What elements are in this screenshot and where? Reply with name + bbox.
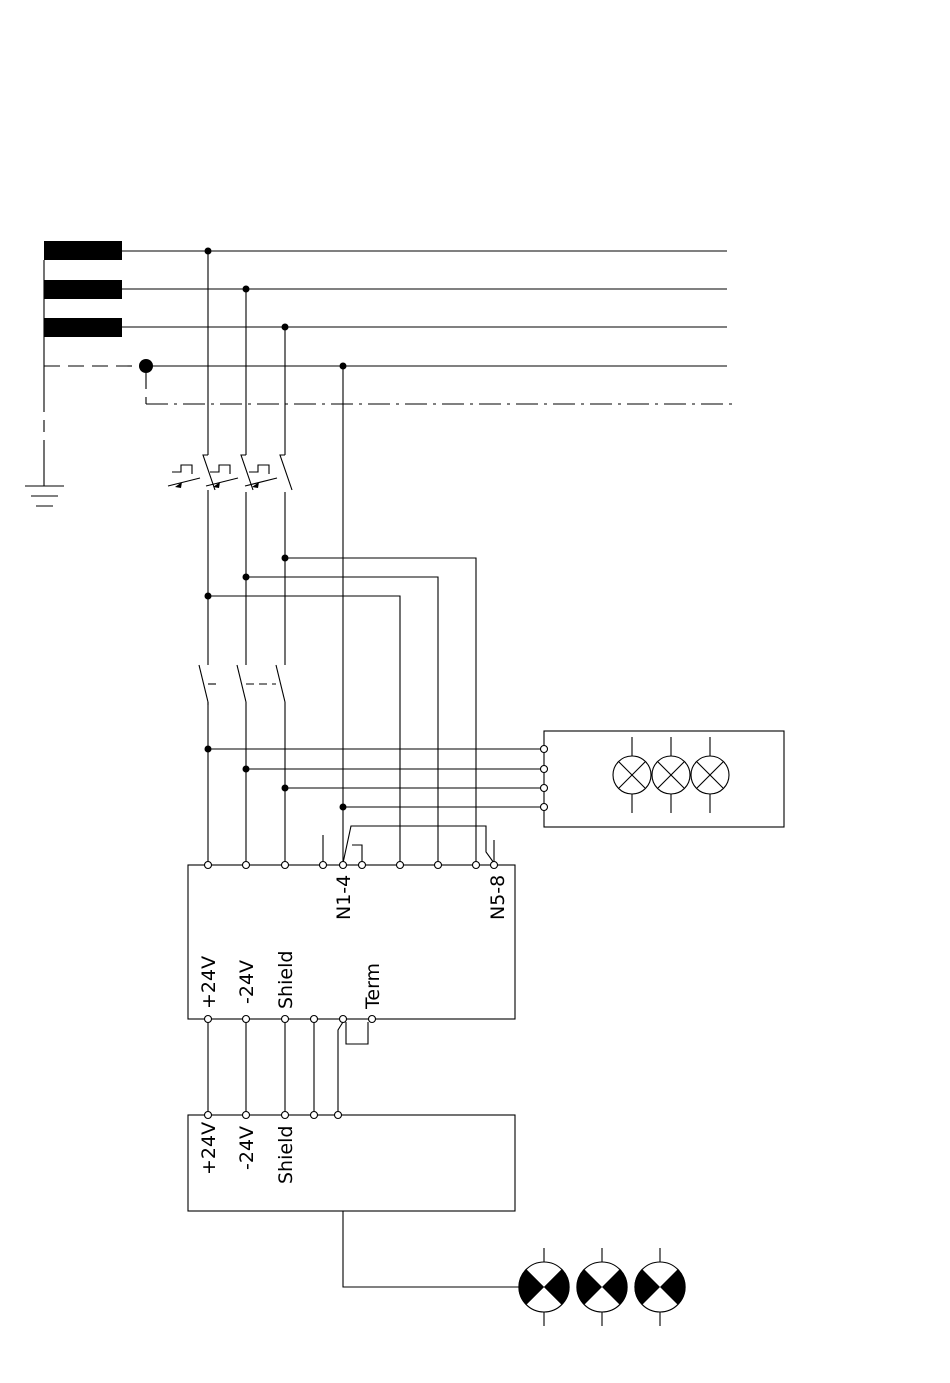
label-minus-24v-2: -24V	[236, 1126, 258, 1170]
load-box	[541, 731, 785, 827]
neutral-node	[139, 359, 153, 373]
label-shield: Shield	[275, 951, 297, 1009]
signal-lamp-icon	[634, 1248, 685, 1326]
signal-lamp-icon	[576, 1248, 627, 1326]
expansion-module: +24V -24V Shield	[188, 1112, 515, 1212]
label-plus-24v: +24V	[198, 956, 220, 1009]
label-shield-2: Shield	[275, 1126, 297, 1184]
label-n5-8: N5-8	[487, 875, 509, 920]
lamp-icon	[691, 737, 729, 813]
signal-lamp-icon	[518, 1248, 569, 1326]
label-minus-24v: -24V	[236, 960, 258, 1004]
label-term: Term	[362, 963, 384, 1010]
control-module: N1-4 N5-8 +24V -24V Shield Term	[188, 862, 515, 1023]
phase-bar-3	[44, 318, 122, 337]
label-plus-24v-2: +24V	[198, 1122, 220, 1175]
phase-bar-2	[44, 280, 122, 299]
phase-bar-1	[44, 241, 122, 260]
circuit-breaker-icon	[168, 455, 292, 492]
label-n1-4: N1-4	[333, 875, 355, 920]
contactor-icon	[199, 665, 285, 705]
busbars	[44, 241, 738, 404]
lamp-icon	[613, 737, 651, 813]
lamp-icon	[652, 737, 690, 813]
